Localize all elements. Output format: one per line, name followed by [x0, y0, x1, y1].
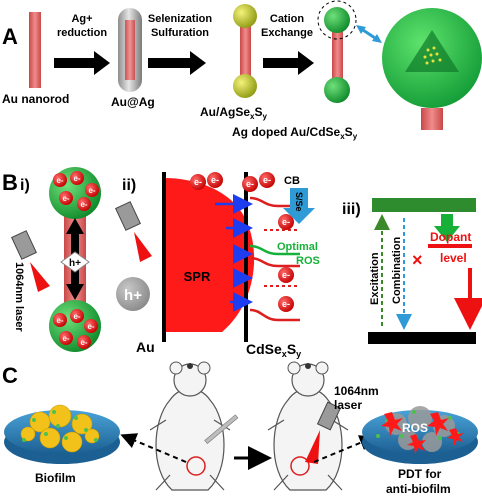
svg-text:e-: e- [88, 186, 95, 195]
zoom-arrowheads [356, 25, 382, 43]
au-ag-core [125, 20, 135, 80]
ii-dashed-levels [264, 229, 300, 287]
laser-c-icon [305, 401, 342, 464]
laser-c-line1: 1064nm [334, 384, 379, 398]
crystal-facet [405, 30, 459, 72]
svg-text:e-: e- [282, 299, 290, 309]
ii-hole-label: h+ [124, 287, 142, 304]
bi-electrons-top [53, 171, 99, 211]
dumbbell-green-bottom [324, 77, 350, 103]
label-au-agses: Au/AgSexSy [200, 105, 267, 121]
laser-ii-icon [115, 201, 152, 262]
svg-text:e-: e- [73, 174, 80, 183]
ii-band-electrons [278, 214, 294, 312]
mouse-1 [149, 361, 239, 491]
sub-label-ii: ii) [122, 177, 136, 194]
arrow-a2 [148, 51, 206, 75]
svg-text:e-: e- [56, 176, 63, 185]
dumbbell-yellow-rod [240, 20, 251, 82]
svg-text:e-: e- [211, 175, 219, 185]
dumbbell-green-top [324, 7, 350, 33]
optimal-label: Optimal [277, 241, 318, 253]
spr-region [164, 178, 255, 332]
cross-mark: × [412, 250, 423, 270]
svg-text:e-: e- [56, 316, 63, 325]
ii-band-electron-labels: e- e- e- [282, 217, 290, 309]
panel-c-letter: C [2, 363, 18, 388]
bi-hole-label: h+ [69, 258, 81, 269]
vb-band [368, 332, 476, 344]
step1-line2: reduction [57, 27, 107, 39]
ii-electrons [190, 172, 275, 192]
panel-b-letter: B [2, 170, 18, 195]
bi-electron-labels: e-e- e-e- e- e-e- e-e- e- [56, 174, 95, 347]
step2-line1: Selenization [148, 13, 212, 25]
dumbbell-yellow-top [233, 4, 257, 28]
svg-text:e-: e- [62, 334, 69, 343]
ii-bands [249, 196, 300, 322]
pdt-line1: PDT for [398, 467, 442, 481]
s-se-arrow [283, 188, 315, 224]
label-ag-doped: Ag doped Au/CdSexSy [232, 125, 358, 141]
sub-label-iii: iii) [342, 201, 361, 218]
svg-text:e-: e- [80, 200, 87, 209]
biofilm-disc [4, 404, 120, 464]
ii-electron-labels: e-e- e-e- [194, 175, 271, 189]
au-nanorod [29, 12, 41, 88]
spr-label: SPR [184, 269, 211, 284]
svg-text:e-: e- [80, 338, 87, 347]
svg-text:e-: e- [282, 217, 290, 227]
cb-label: CB [284, 175, 300, 187]
bi-electrons-bottom [53, 309, 98, 349]
relaxation-arrow [434, 214, 460, 242]
combination-label: Combination [391, 237, 403, 304]
dumbbell-green-rod [332, 24, 343, 86]
dumbbell-yellow-bottom [233, 74, 257, 98]
laser-c-line2: laser [334, 398, 362, 412]
step2-line2: Sulfuration [151, 27, 209, 39]
excitation-label: Excitation [369, 252, 381, 305]
arrow-a1 [54, 51, 110, 75]
pdt-dashed-arrow [313, 435, 376, 463]
svg-text:e-: e- [282, 270, 290, 280]
laser-i-icon [11, 230, 50, 292]
biofilm-label: Biofilm [35, 471, 76, 485]
au-label: Au [136, 339, 155, 355]
ii-transfer-arrows [215, 194, 253, 312]
svg-text:e-: e- [194, 177, 202, 187]
label-au-nanorod: Au nanorod [2, 92, 69, 106]
panel-a-letter: A [2, 24, 18, 49]
pdt-ros-label: ROS [402, 421, 428, 435]
s-se-label: S/Se [294, 192, 304, 212]
svg-text:e-: e- [73, 312, 80, 321]
bi-hole [60, 251, 90, 273]
svg-text:e-: e- [87, 322, 94, 331]
ii-optimal-band [249, 244, 300, 256]
step1-line1: Ag+ [71, 13, 92, 25]
pdt-disc [362, 406, 478, 464]
mouse-2 [267, 361, 349, 491]
sub-label-i: i) [20, 177, 30, 194]
cdses-label: CdSexSy [246, 341, 301, 359]
laser-i-label: 1064nm laser [13, 262, 25, 332]
biofilm-dashed-arrow [120, 433, 187, 463]
ii-ros-label: ROS [296, 255, 320, 267]
cb-band [372, 198, 476, 212]
zoom-rod-stub [421, 108, 443, 130]
label-au-ag: Au@Ag [111, 95, 155, 109]
step3-line2: Exchange [261, 27, 313, 39]
svg-text:e-: e- [62, 194, 69, 203]
zoom-circle [317, 0, 357, 40]
dopant-label: Dopant [430, 230, 471, 244]
dopant-dots [423, 46, 442, 65]
level-label: level [440, 251, 467, 265]
svg-text:e-: e- [246, 179, 254, 189]
ii-hole-circle [116, 277, 150, 311]
step3-line1: Cation [270, 13, 305, 25]
pdt-line2: anti-biofilm [386, 482, 451, 496]
svg-text:e-: e- [263, 175, 271, 185]
arrow-a3 [263, 51, 314, 75]
